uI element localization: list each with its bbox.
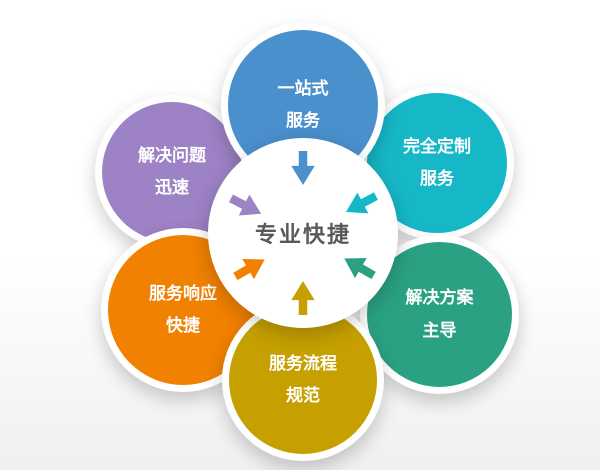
arrow-inward-from-bottom-left-icon: [229, 248, 271, 288]
petal-label-line: 解决问题: [138, 145, 206, 166]
petal-label-line: 服务流程: [269, 353, 337, 374]
arrow-inward-from-top-right-icon: [340, 185, 382, 224]
petal-label-line: 服务: [420, 169, 454, 189]
petal-label-line: 快捷: [166, 316, 200, 336]
petal-label-line: 服务: [286, 111, 320, 131]
petal-label-line: 迅速: [155, 178, 189, 198]
petal-label-line: 服务响应: [149, 283, 217, 304]
petal-standard-service-process: 服务流程 规范: [222, 299, 384, 461]
petal-label-line: 完全定制: [403, 136, 471, 157]
arrow-inward-from-bottom-icon: [290, 281, 316, 315]
petal-label-line: 解决方案: [405, 288, 474, 309]
petal-label-line: 一站式: [277, 78, 329, 99]
petal-label-line: 主导: [422, 320, 457, 341]
arrow-inward-from-top-icon: [290, 151, 316, 185]
arrow-inward-from-top-left-icon: [225, 187, 267, 226]
center-hub-label: 专业快捷: [254, 223, 351, 248]
arrow-inward-from-bottom-right-icon: [338, 247, 380, 287]
petal-label-line: 规范: [286, 386, 320, 406]
